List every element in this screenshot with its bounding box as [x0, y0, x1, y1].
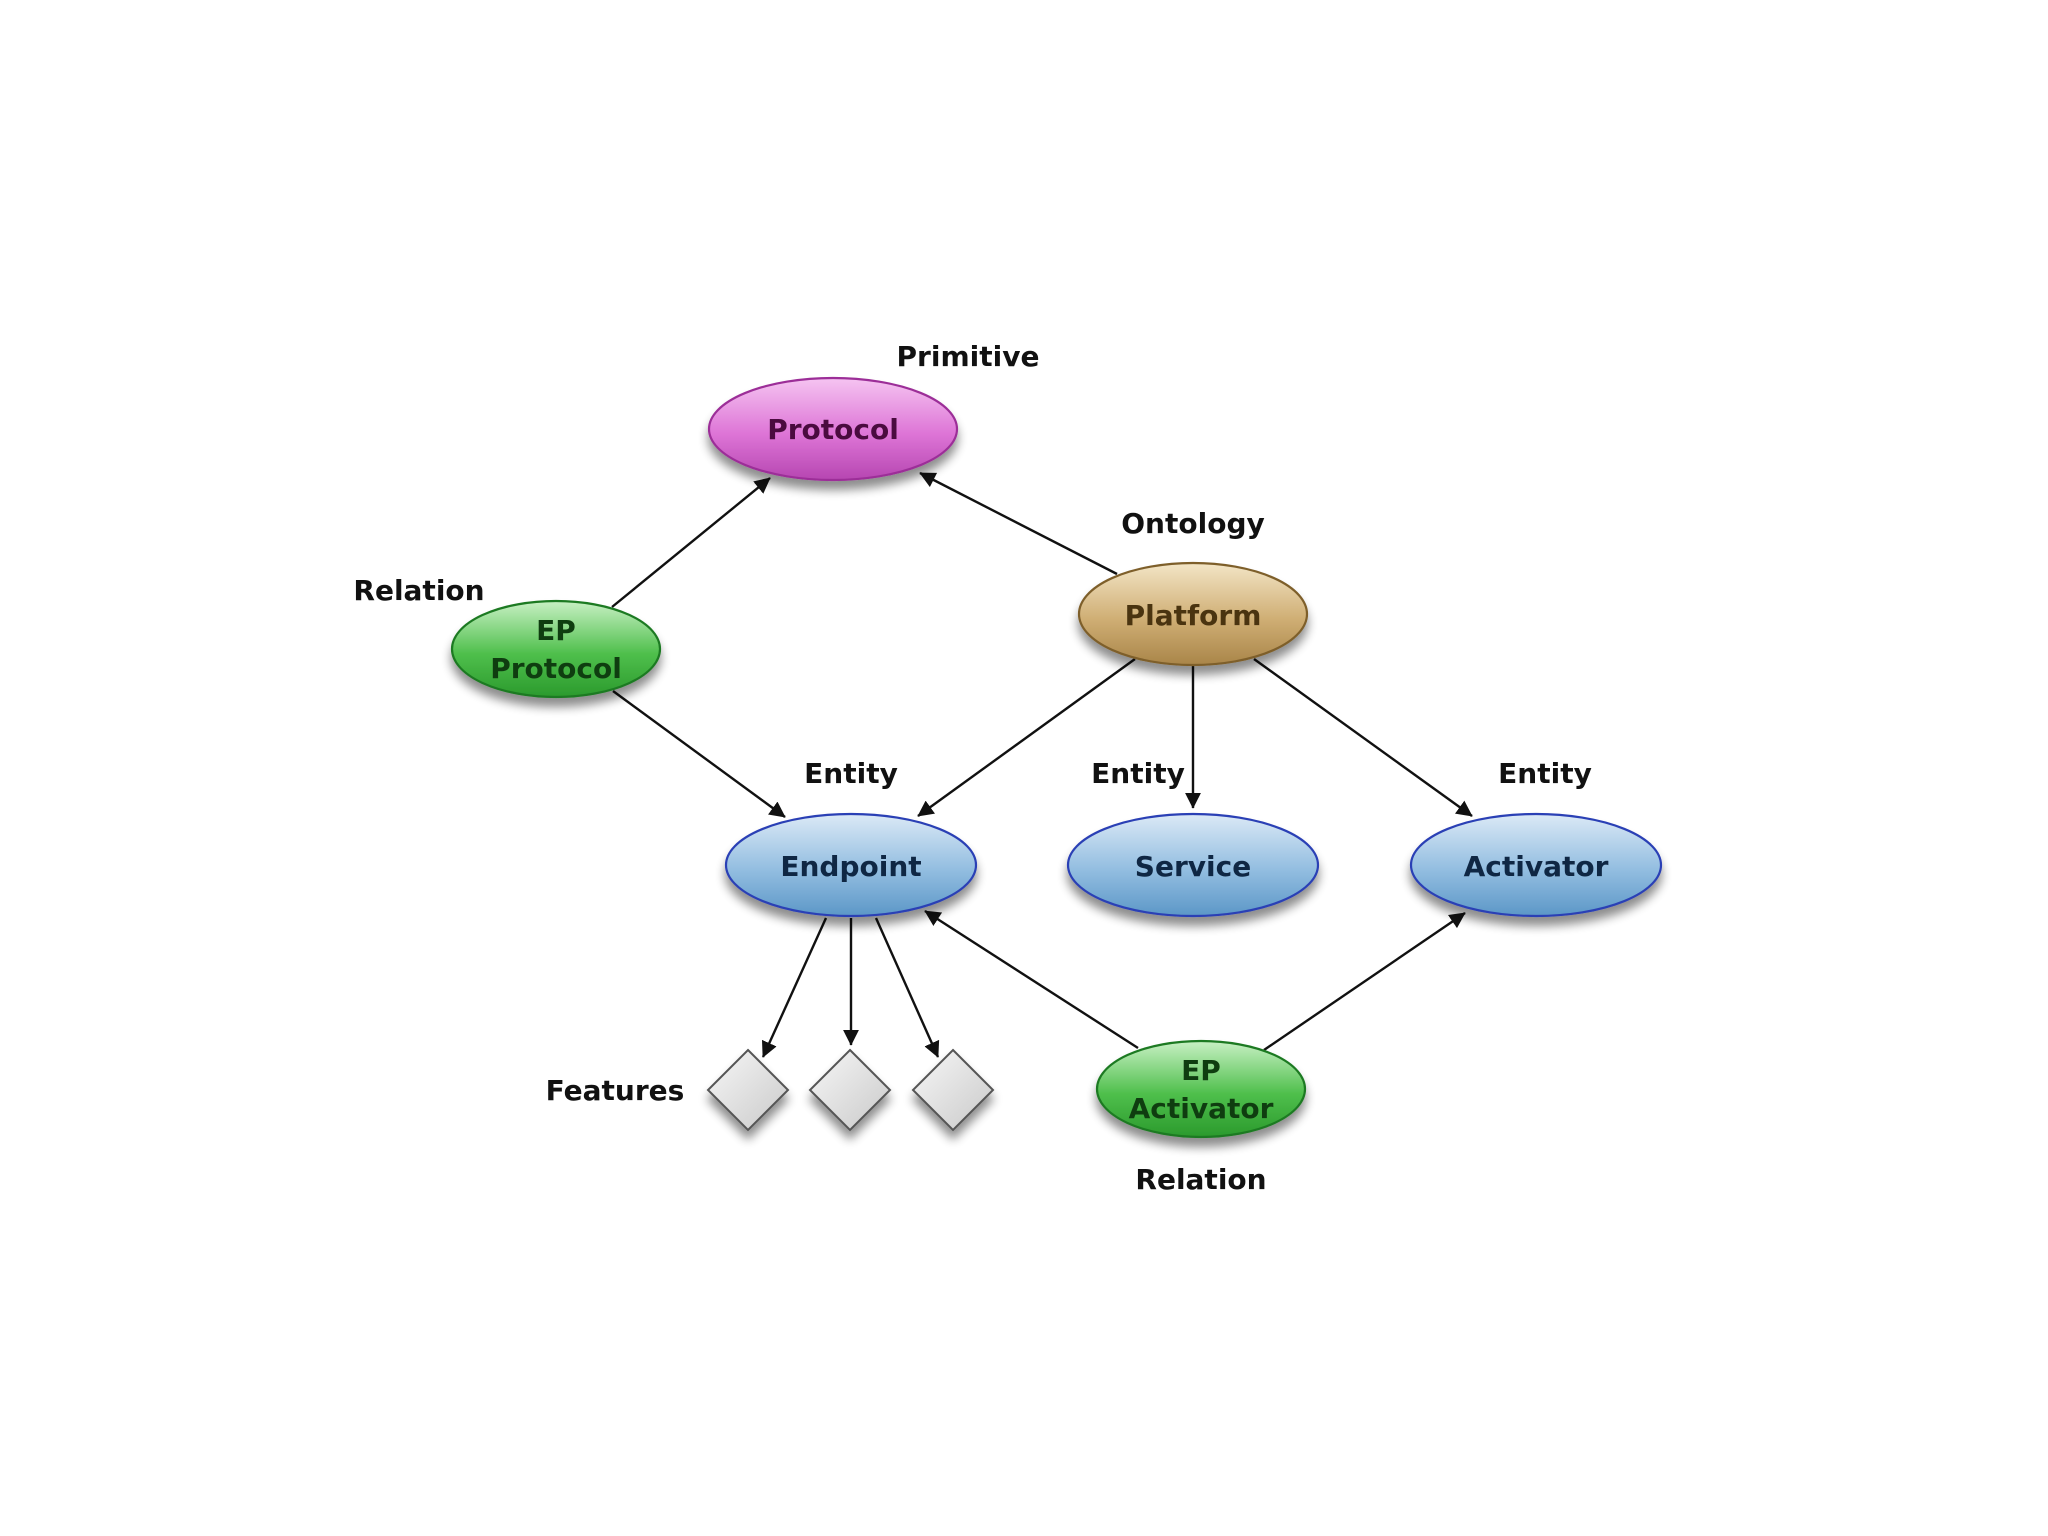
- edge-endpoint-to-feature-1: [761, 917, 828, 1058]
- type-label-entity-service: Entity: [1091, 757, 1185, 790]
- node-protocol[interactable]: [707, 376, 959, 482]
- type-label-relation-bottom: Relation: [1135, 1163, 1266, 1196]
- node-platform-text: Platform: [1125, 599, 1262, 632]
- feature-diamond-3[interactable]: [911, 1048, 995, 1132]
- features-label: Features: [546, 1074, 685, 1107]
- type-label-entity-endpoint: Entity: [804, 757, 898, 790]
- node-service[interactable]: [1066, 812, 1320, 918]
- edge-ep-protocol-to-protocol: [611, 477, 771, 608]
- node-endpoint-text: Endpoint: [780, 850, 921, 883]
- node-ep-activator-line2: Activator: [1129, 1092, 1274, 1125]
- edge-platform-to-activator: [1253, 658, 1473, 817]
- type-label-entity-activator: Entity: [1498, 757, 1592, 790]
- node-ep-activator[interactable]: [1095, 1039, 1307, 1139]
- node-service-text: Service: [1135, 850, 1251, 883]
- node-ep-protocol-line1: EP: [536, 614, 576, 647]
- feature-diamond-1[interactable]: [706, 1048, 790, 1132]
- type-label-ontology: Ontology: [1121, 507, 1265, 540]
- node-ep-protocol[interactable]: [450, 599, 662, 699]
- node-ep-protocol-line2: Protocol: [490, 652, 622, 685]
- edge-platform-to-protocol: [919, 471, 1118, 576]
- type-label-relation-top: Relation: [353, 574, 484, 607]
- node-protocol-text: Protocol: [767, 413, 899, 446]
- edge-ep-protocol-to-endpoint: [612, 690, 786, 818]
- feature-diamond-2[interactable]: [808, 1048, 892, 1132]
- node-platform[interactable]: [1077, 561, 1309, 667]
- node-endpoint[interactable]: [724, 812, 978, 918]
- node-ep-activator-line1: EP: [1181, 1054, 1221, 1087]
- edge-endpoint-to-feature-3: [874, 917, 940, 1058]
- edge-platform-to-endpoint: [917, 658, 1136, 817]
- edge-ep-activator-to-endpoint: [924, 909, 1139, 1050]
- edge-ep-activator-to-activator: [1263, 912, 1466, 1051]
- type-label-primitive: Primitive: [897, 340, 1040, 373]
- node-activator-text: Activator: [1464, 850, 1609, 883]
- node-activator[interactable]: [1409, 812, 1663, 918]
- edge-layer: [611, 471, 1473, 1058]
